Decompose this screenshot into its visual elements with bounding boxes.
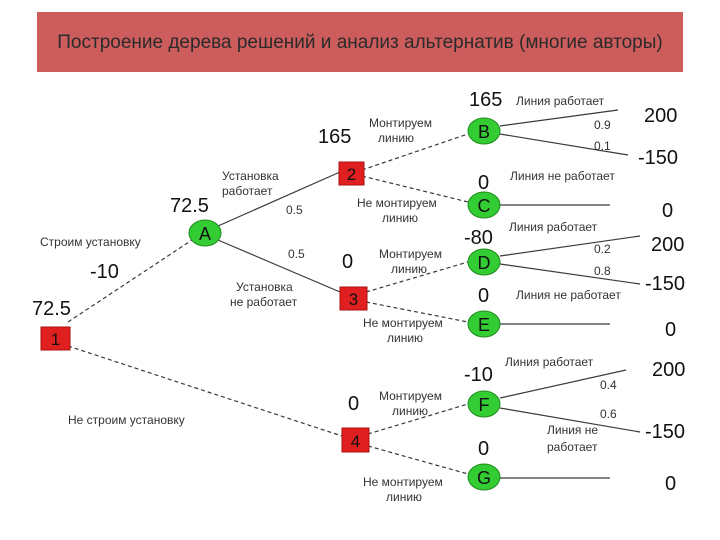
label-nomount-3-line2: линию: [387, 331, 423, 345]
outcome-f-up: 200: [652, 359, 685, 381]
value-node-3: 0: [342, 251, 353, 273]
label-mount-3-line1: Монтируем: [379, 247, 442, 261]
label-build-cost: -10: [90, 261, 119, 283]
label-b-p09: 0.9: [594, 118, 611, 132]
chance-node-f: [467, 390, 501, 418]
label-mount-2-line1: Монтируем: [369, 116, 432, 130]
outcome-d-down: -150: [645, 273, 685, 295]
label-works-prob: 0.5: [286, 203, 303, 217]
value-node-f: -10: [464, 364, 493, 386]
label-mount-3-line2: линию: [391, 262, 427, 276]
label-works-line2: работает: [222, 184, 273, 198]
edge-d-up: [499, 235, 641, 257]
edge-f-up: [499, 369, 627, 399]
label-mount-4-line1: Монтируем: [379, 389, 442, 403]
edge-no-build: [67, 345, 343, 437]
outcome-c: 0: [662, 200, 673, 222]
edge-works: [217, 171, 341, 227]
label-d-p02: 0.2: [594, 242, 611, 256]
value-node-e: 0: [478, 285, 489, 307]
decision-node-2-label: 2: [347, 165, 356, 184]
edge-d-down: [499, 263, 641, 285]
label-e-line-fails: Линия не работает: [516, 288, 621, 302]
label-nomount-4-line2: линию: [386, 490, 422, 504]
label-c-line-fails: Линия не работает: [510, 169, 615, 183]
chance-node-g-label: G: [477, 468, 491, 488]
label-f-line-fails-line2: работает: [547, 440, 598, 454]
outcome-b-down: -150: [638, 147, 678, 169]
outcome-e: 0: [665, 319, 676, 341]
edge-4-g: [367, 445, 469, 475]
edge-build: [67, 239, 193, 323]
label-fails-line1: Установка: [236, 280, 293, 294]
value-node-1: 72.5: [32, 298, 71, 320]
decision-node-1-label: 1: [51, 330, 60, 349]
chance-node-e: [467, 310, 501, 338]
decision-node-1: [40, 326, 71, 351]
label-build: Строим установку: [40, 235, 141, 249]
value-node-g: 0: [478, 438, 489, 460]
decision-node-3: [339, 286, 368, 311]
label-f-p04: 0.4: [600, 378, 617, 392]
label-fails-prob: 0.5: [288, 247, 305, 261]
edge-f-down: [499, 407, 641, 433]
chance-node-e-label: E: [478, 315, 490, 335]
edge-3-e: [365, 301, 469, 323]
chance-node-a-label: A: [199, 224, 211, 244]
outcome-b-up: 200: [644, 105, 677, 127]
value-node-c: 0: [478, 172, 489, 194]
decision-node-4-label: 4: [351, 432, 360, 451]
chance-node-d: [467, 248, 501, 276]
label-b-line-works: Линия работает: [516, 94, 605, 108]
chance-node-a: [188, 219, 222, 247]
label-d-line-works: Линия работает: [509, 220, 598, 234]
chance-node-b-label: B: [478, 122, 490, 142]
label-f-line-fails-line1: Линия не: [547, 423, 598, 437]
label-no-build: Не строим установку: [68, 413, 185, 427]
label-nomount-2-line2: линию: [382, 211, 418, 225]
chance-node-f-label: F: [479, 395, 490, 415]
label-f-line-works: Линия работает: [505, 355, 594, 369]
value-node-2: 165: [318, 126, 351, 148]
outcome-f-down: -150: [645, 421, 685, 443]
chance-node-g: [467, 463, 501, 491]
label-nomount-3-line1: Не монтируем: [363, 316, 443, 330]
label-nomount-2-line1: Не монтируем: [357, 196, 437, 210]
value-node-4: 0: [348, 393, 359, 415]
label-mount-2-line2: линию: [378, 131, 414, 145]
edge-3-d: [365, 261, 469, 293]
outcome-g: 0: [665, 473, 676, 495]
value-node-a: 72.5: [170, 195, 209, 217]
label-d-p08: 0.8: [594, 264, 611, 278]
decision-node-4: [341, 427, 370, 453]
value-node-b: 165: [469, 89, 502, 111]
edge-fails: [217, 239, 341, 293]
label-fails-line2: не работает: [230, 295, 298, 309]
outcome-d-up: 200: [651, 234, 684, 256]
edge-b-up: [499, 109, 619, 127]
chance-node-c: [467, 191, 501, 219]
label-b-p01: 0.1: [594, 139, 611, 153]
chance-node-b: [467, 117, 501, 145]
edge-2-b: [361, 133, 469, 171]
decision-node-3-label: 3: [349, 290, 358, 309]
title-banner: Построение дерева решений и анализ альте…: [37, 12, 683, 72]
label-nomount-4-line1: Не монтируем: [363, 475, 443, 489]
label-f-p06: 0.6: [600, 407, 617, 421]
label-mount-4-line2: линию: [392, 404, 428, 418]
decision-node-2: [338, 161, 365, 186]
label-works-line1: Установка: [222, 169, 279, 183]
page-title: Построение дерева решений и анализ альте…: [57, 31, 663, 53]
value-node-d: -80: [464, 227, 493, 249]
edge-4-f: [367, 403, 469, 435]
chance-node-d-label: D: [478, 253, 491, 273]
chance-node-c-label: C: [478, 196, 491, 216]
edge-b-down: [499, 133, 629, 156]
